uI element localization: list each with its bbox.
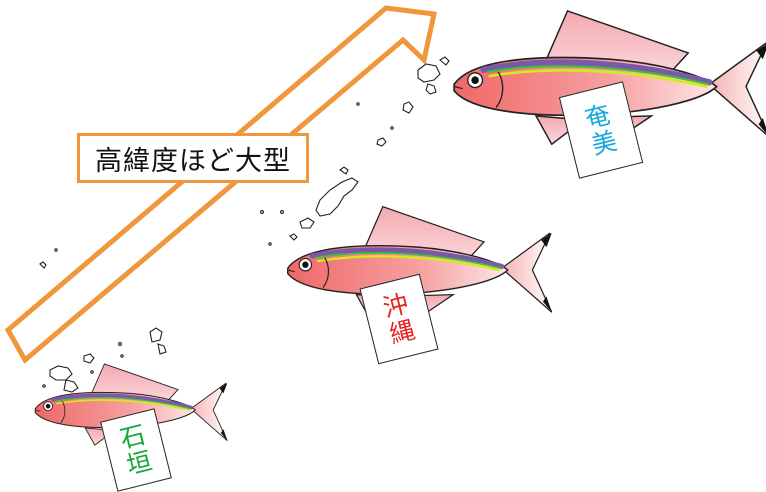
- island-outline-icon: [39, 56, 450, 393]
- diagonal-arrow-icon: [4, 5, 438, 364]
- location-char: 美: [588, 126, 620, 161]
- location-char: 縄: [386, 315, 418, 350]
- size-trend-label: 高緯度ほど大型: [77, 133, 309, 183]
- location-char: 垣: [123, 446, 155, 481]
- size-trend-text: 高緯度ほど大型: [95, 145, 291, 177]
